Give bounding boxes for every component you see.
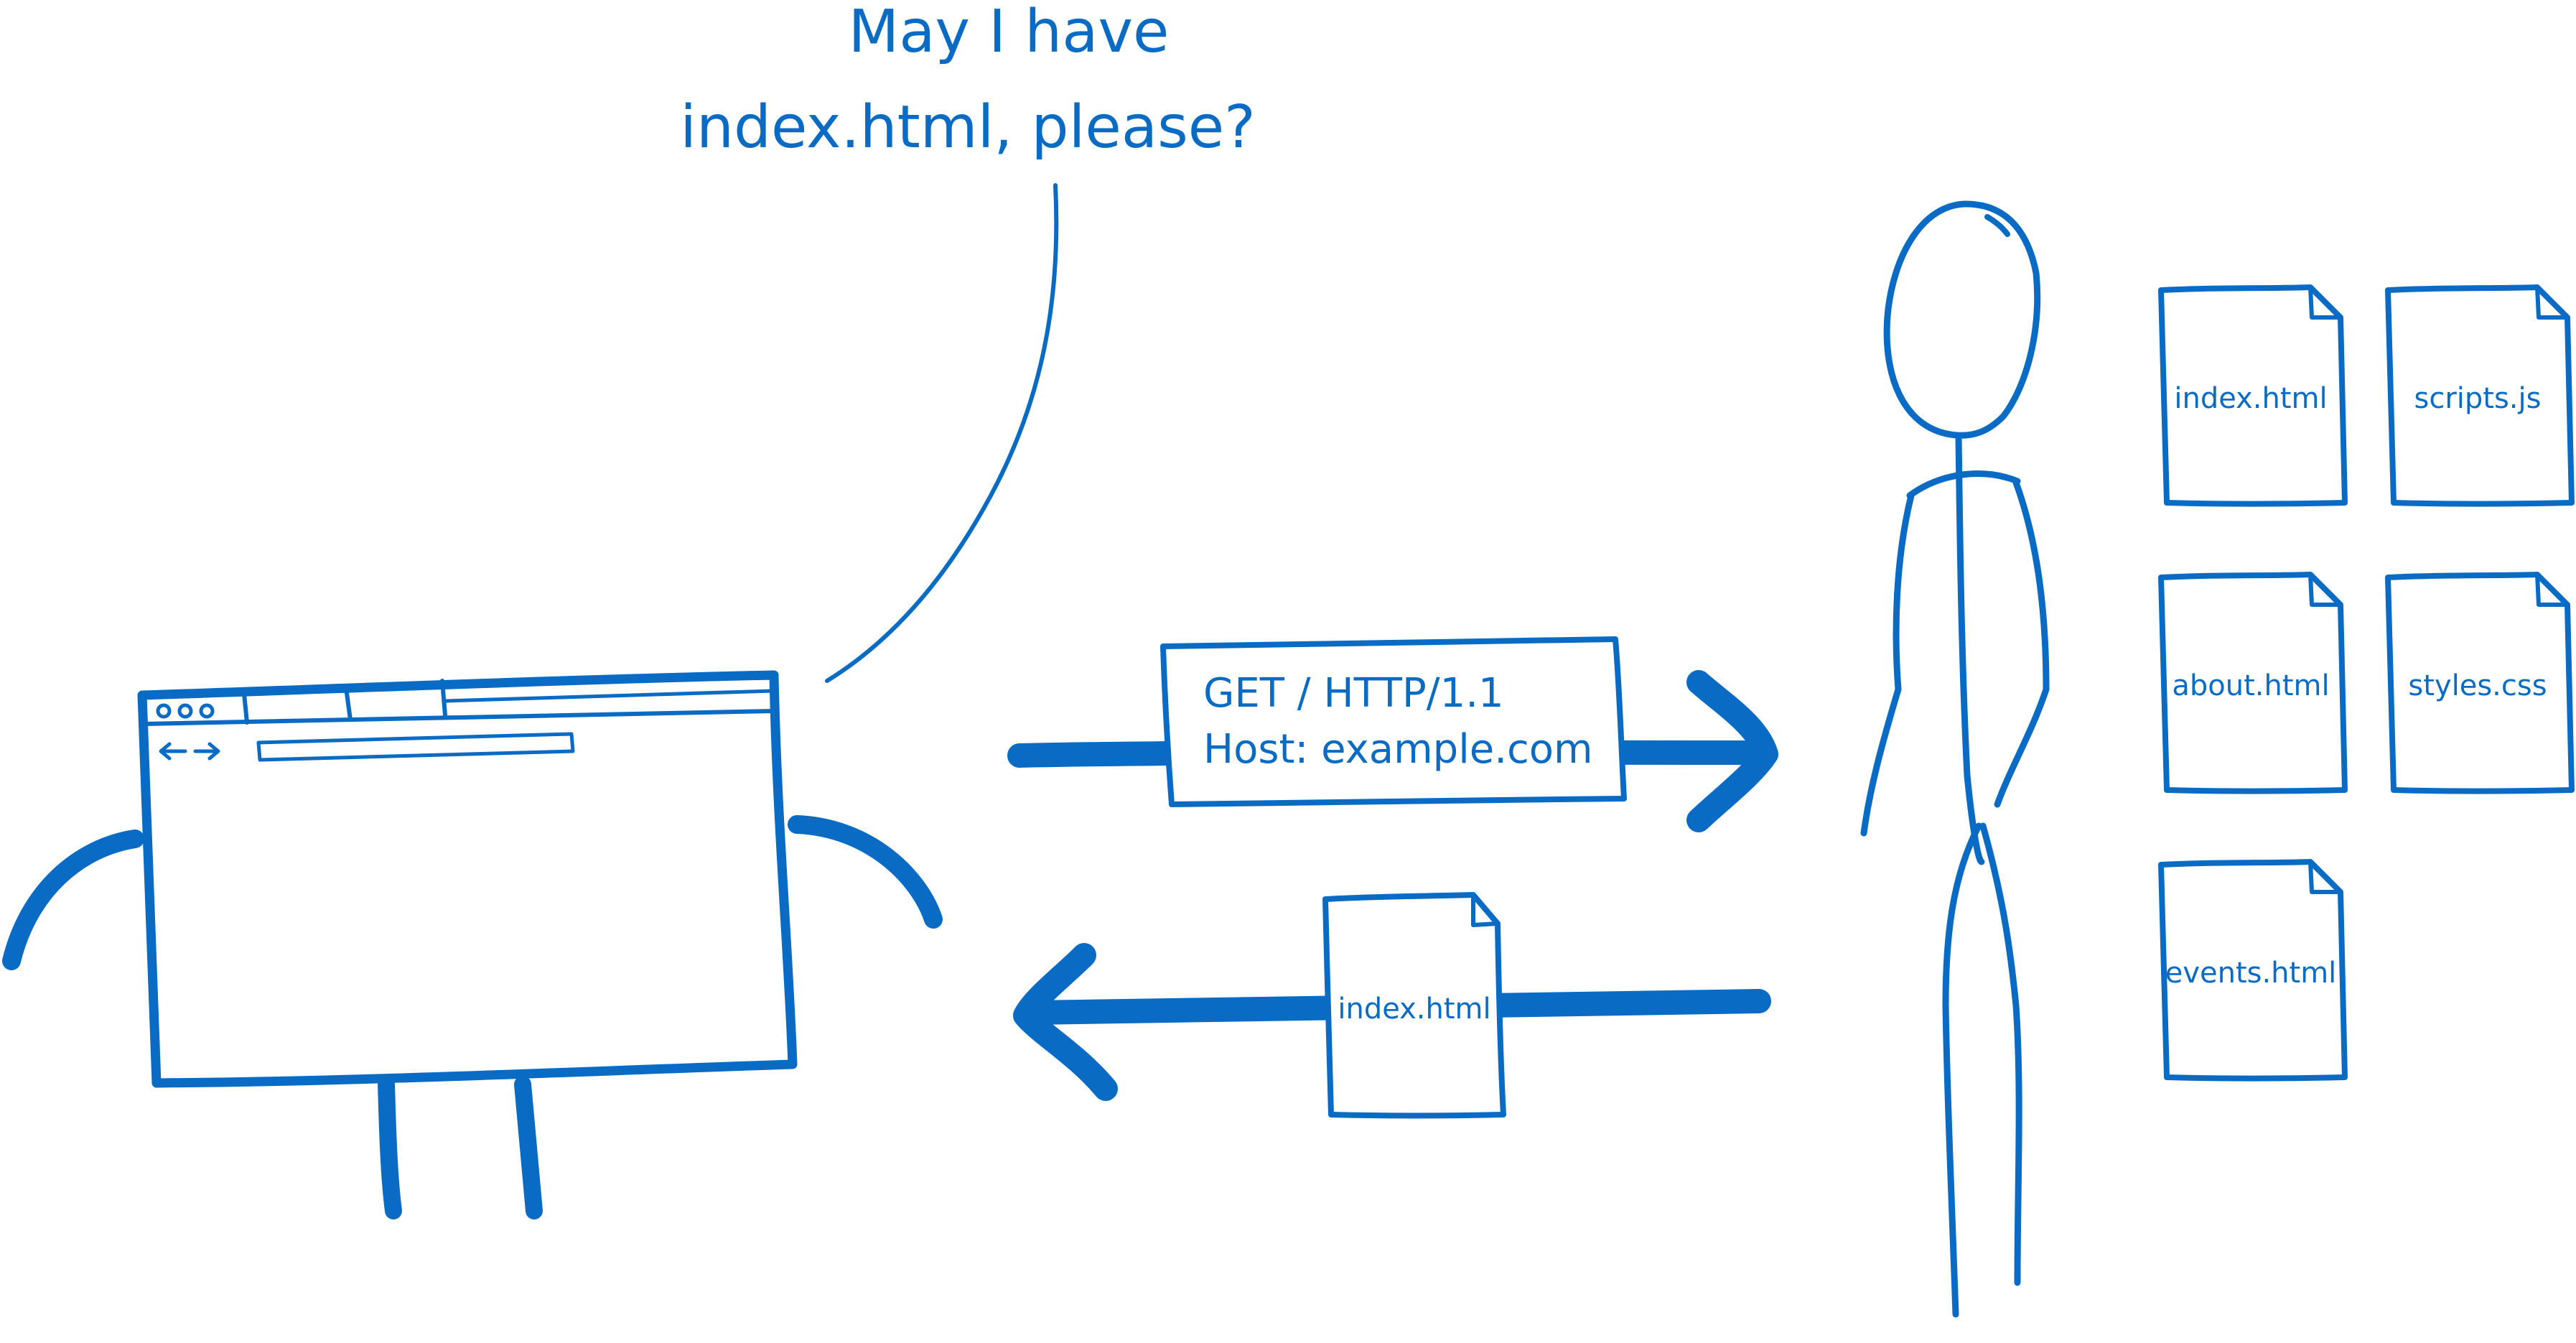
- response-file: index.html: [1322, 892, 1506, 1119]
- server-left-leg: [1942, 822, 1982, 1318]
- file-label: styles.css: [2408, 669, 2547, 702]
- document-icon: [2158, 284, 2348, 507]
- browser-right-leg: [514, 1076, 543, 1219]
- document-fold: [2308, 861, 2341, 894]
- request-box-border: [1160, 636, 1627, 807]
- document-icon: [2158, 572, 2348, 794]
- server-file: scripts.js: [2385, 284, 2575, 507]
- server-shoulders: [1906, 470, 2021, 499]
- request-arrow-head: [1686, 670, 1778, 832]
- browser-left-arm: [2, 830, 144, 970]
- server-file: index.html: [2158, 284, 2348, 507]
- browser-window: [137, 670, 798, 1088]
- file-label: scripts.js: [2414, 382, 2542, 415]
- request-message-box: GET / HTTP/1.1 Host: example.com: [1160, 636, 1627, 807]
- file-label: about.html: [2172, 669, 2329, 702]
- address-bar: [256, 732, 575, 762]
- server-file: styles.css: [2385, 572, 2575, 794]
- browser-character: [2, 670, 943, 1219]
- server-left-arm: [1860, 492, 1915, 837]
- document-fold: [2535, 574, 2567, 607]
- speech-line-2: index.html, please?: [680, 93, 1256, 162]
- document-fold: [2308, 574, 2341, 607]
- browser-right-arm: [788, 815, 943, 929]
- speech-tail: [825, 183, 1059, 683]
- server-head: [1883, 200, 2041, 439]
- forward-arrow-icon: [193, 742, 220, 761]
- document-fold: [2535, 287, 2567, 320]
- server-right-arm: [1994, 479, 2050, 808]
- stick-figure-server: [1860, 200, 2050, 1318]
- response-file-label: index.html: [1338, 993, 1490, 1026]
- document-fold: [2308, 287, 2341, 320]
- server-neck-body: [1955, 433, 1985, 865]
- browser-left-leg: [378, 1076, 402, 1219]
- file-label: events.html: [2165, 957, 2337, 990]
- request-line-2: Host: example.com: [1203, 726, 1593, 773]
- document-icon: [2385, 572, 2575, 794]
- document-icon: [2385, 284, 2575, 507]
- file-label: index.html: [2174, 382, 2327, 415]
- response-arrow-head: [1013, 943, 1118, 1101]
- server-file: events.html: [2158, 859, 2348, 1082]
- speech-line-1: May I have: [848, 0, 1169, 66]
- browser-tab-1: [242, 692, 249, 725]
- server-files: index.html scripts.js about.html styles.css…: [2158, 284, 2575, 1082]
- response-file-fold: [1471, 893, 1500, 927]
- browser-tab-4: [443, 689, 775, 703]
- browser-tab-3: [440, 679, 447, 717]
- document-icon: [2158, 859, 2348, 1082]
- request-line-1: GET / HTTP/1.1: [1203, 670, 1504, 717]
- response-file-document-icon: [1322, 892, 1506, 1119]
- back-arrow-icon: [159, 742, 187, 761]
- server-hair-tuft: [1984, 214, 2010, 237]
- browser-tab-2: [344, 686, 353, 722]
- window-control-icons: [156, 703, 215, 719]
- server-file: about.html: [2158, 572, 2348, 794]
- server-right-leg: [1979, 822, 2022, 1286]
- browser-titlebar-line: [141, 709, 776, 726]
